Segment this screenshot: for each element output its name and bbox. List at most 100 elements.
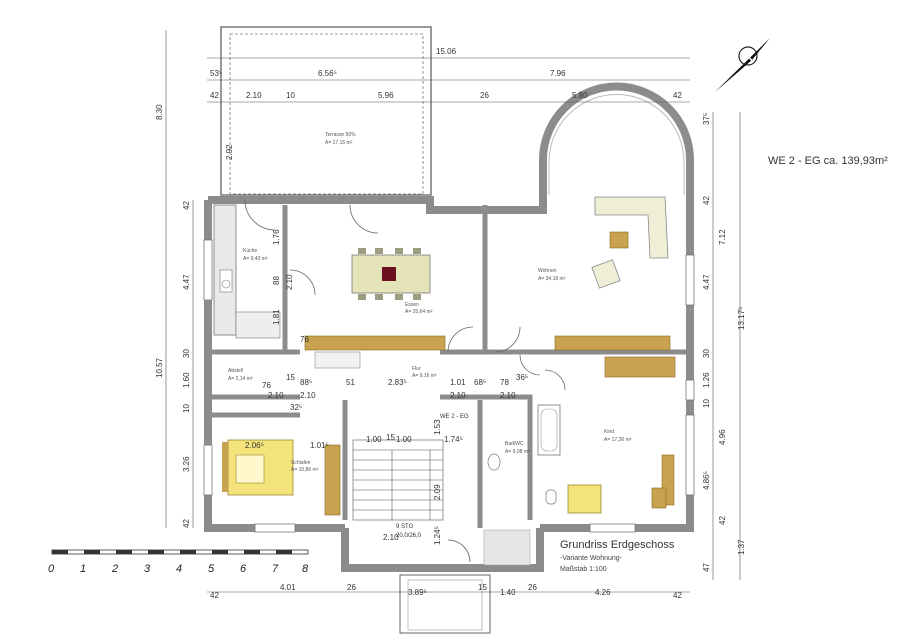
scale-tick-5: 5 bbox=[208, 563, 215, 575]
dim-top-row-0: 42 bbox=[210, 91, 219, 100]
scale-tick-7: 7 bbox=[272, 563, 279, 575]
dim-int-20: 1.74⁵ bbox=[444, 435, 463, 444]
dim-right-row-1: 4.47 bbox=[702, 274, 711, 290]
scale-tick-3: 3 bbox=[144, 563, 151, 575]
door-swings bbox=[244, 199, 566, 563]
armchair bbox=[591, 259, 621, 289]
dim-bottom-0: 42 bbox=[210, 591, 219, 600]
staircase bbox=[352, 439, 444, 521]
dim-top-row-1: 2.10 bbox=[246, 91, 262, 100]
dim-left-row-5: 3.26 bbox=[182, 456, 191, 472]
dim-int-18: 15 bbox=[386, 433, 395, 442]
room-name-terrasse: Terrasse 50% bbox=[325, 132, 356, 138]
dim-bottom-1: 4.01 bbox=[280, 583, 296, 592]
unit-title: WE 2 - EG ca. 139,93m² bbox=[768, 155, 888, 167]
dim-int-5: 76 bbox=[300, 335, 309, 344]
room-area-kueche: A= 9,43 m² bbox=[243, 256, 268, 262]
room-area-kind: A= 17,36 m² bbox=[604, 437, 632, 443]
dim-bottom-3: 3.89⁵ bbox=[408, 588, 427, 597]
dim-int-26: 2.92 bbox=[225, 144, 234, 160]
dim-left-row-6: 42 bbox=[182, 519, 191, 528]
dim-top-a: 53⁵ bbox=[210, 69, 222, 78]
dim-left-total: 8.30 bbox=[155, 104, 164, 120]
scale-tick-0: 0 bbox=[48, 563, 55, 575]
cabinets bbox=[304, 335, 676, 516]
dim-right-total: 13.17⁵ bbox=[737, 307, 746, 330]
dim-bottom-2: 26 bbox=[347, 583, 356, 592]
outer-walls bbox=[204, 196, 694, 572]
scale-bar bbox=[51, 549, 309, 555]
dim-top-row-3: 5.96 bbox=[378, 91, 394, 100]
room-area-abstell: A= 2,14 m² bbox=[228, 376, 253, 382]
dim-right-row-5: 4.96 bbox=[718, 429, 727, 445]
dim-int-15: 2.06⁵ bbox=[245, 441, 264, 450]
dim-int-25: 2.10 bbox=[383, 533, 399, 542]
dim-int-28: 15 bbox=[286, 373, 295, 382]
dim-left-main: 10.57 bbox=[155, 357, 164, 378]
dim-right-row-4: 10 bbox=[702, 399, 711, 408]
caption-title: Grundriss Erdgeschoss bbox=[560, 539, 675, 551]
dim-right-row-6: 4.86⁵ bbox=[702, 471, 711, 490]
dim-int-14: 2.10 bbox=[500, 391, 516, 400]
child-bed bbox=[567, 484, 602, 514]
dim-int-16: 1.01⁵ bbox=[310, 441, 329, 450]
dim-right-row-2: 30 bbox=[702, 349, 711, 358]
scale-tick-1: 1 bbox=[80, 563, 86, 575]
room-name-kind: Kind bbox=[604, 429, 614, 435]
dim-int-21: 1.53 bbox=[433, 419, 442, 435]
scale-tick-2: 2 bbox=[111, 563, 118, 575]
entrance-porch bbox=[399, 574, 491, 634]
dim-bottom-7: 4.26 bbox=[595, 588, 611, 597]
bay-window bbox=[539, 82, 694, 200]
scale-tick-4: 4 bbox=[176, 563, 182, 575]
stair-label: 9 STG bbox=[396, 524, 414, 530]
dim-int-7: 51 bbox=[346, 378, 355, 387]
stair-sub: 20,0/26,0 bbox=[396, 533, 422, 539]
toilet-icon bbox=[545, 489, 557, 505]
bathtub bbox=[537, 404, 561, 456]
room-name-wohnen: Wohnen bbox=[538, 268, 557, 274]
dim-int-6: 88⁵ bbox=[300, 378, 312, 387]
dim-top-total: 15.06 bbox=[436, 47, 457, 56]
dim-right-a: 37⁵ bbox=[702, 113, 711, 125]
dim-left-row-3: 1.60 bbox=[182, 372, 191, 388]
caption-scale: Maßstab 1:100 bbox=[560, 566, 607, 573]
dim-int-13: 2.10 bbox=[450, 391, 466, 400]
dim-top-row-6: 42 bbox=[673, 91, 682, 100]
dim-top-c: 7.96 bbox=[550, 69, 566, 78]
dim-right-row-8: 1.37 bbox=[737, 539, 746, 555]
room-area-wohnen: A= 34,18 m² bbox=[538, 276, 566, 282]
inner-walls bbox=[212, 205, 690, 528]
room-name-flur: Flur bbox=[412, 366, 421, 372]
caption-variant: -Variante Wohnung- bbox=[560, 555, 623, 562]
sofa bbox=[594, 196, 669, 259]
dim-int-22: 2.09 bbox=[433, 484, 442, 500]
dim-left-row-0: 42 bbox=[182, 201, 191, 210]
windows bbox=[203, 239, 695, 533]
dim-top-row-5: 5.80 bbox=[572, 91, 588, 100]
dim-int-10: 68⁵ bbox=[474, 378, 486, 387]
north-arrow-icon bbox=[715, 38, 770, 92]
dim-left-row-4: 10 bbox=[182, 404, 191, 413]
dining-chairs bbox=[358, 248, 421, 300]
dim-int-17: 1.00 bbox=[366, 435, 382, 444]
room-area-essen: A= 25,64 m² bbox=[405, 309, 433, 315]
room-name-kueche: Küche bbox=[243, 248, 257, 254]
dimension-lines bbox=[165, 30, 741, 593]
dim-int-12: 36⁵ bbox=[516, 373, 528, 382]
dim-int-29: 32⁵ bbox=[290, 403, 302, 412]
dim-int-0: 1.76 bbox=[272, 229, 281, 245]
dim-int-23: 1.24⁵ bbox=[433, 526, 442, 545]
terrace-outline bbox=[220, 26, 432, 196]
dim-int-2: 1.81 bbox=[272, 309, 281, 325]
dim-left-row-1: 4.47 bbox=[182, 274, 191, 290]
dim-bottom-5: 1.40 bbox=[500, 588, 516, 597]
dim-int-11: 78 bbox=[500, 378, 509, 387]
unit-label: WE 2 - EG bbox=[440, 414, 469, 420]
dim-top-b: 6.56⁵ bbox=[318, 69, 337, 78]
dim-top-row-2: 10 bbox=[286, 91, 295, 100]
washbasin-icon bbox=[487, 453, 501, 471]
sink-icon bbox=[221, 279, 231, 289]
room-area-flur: A= 9,16 m² bbox=[412, 373, 437, 379]
